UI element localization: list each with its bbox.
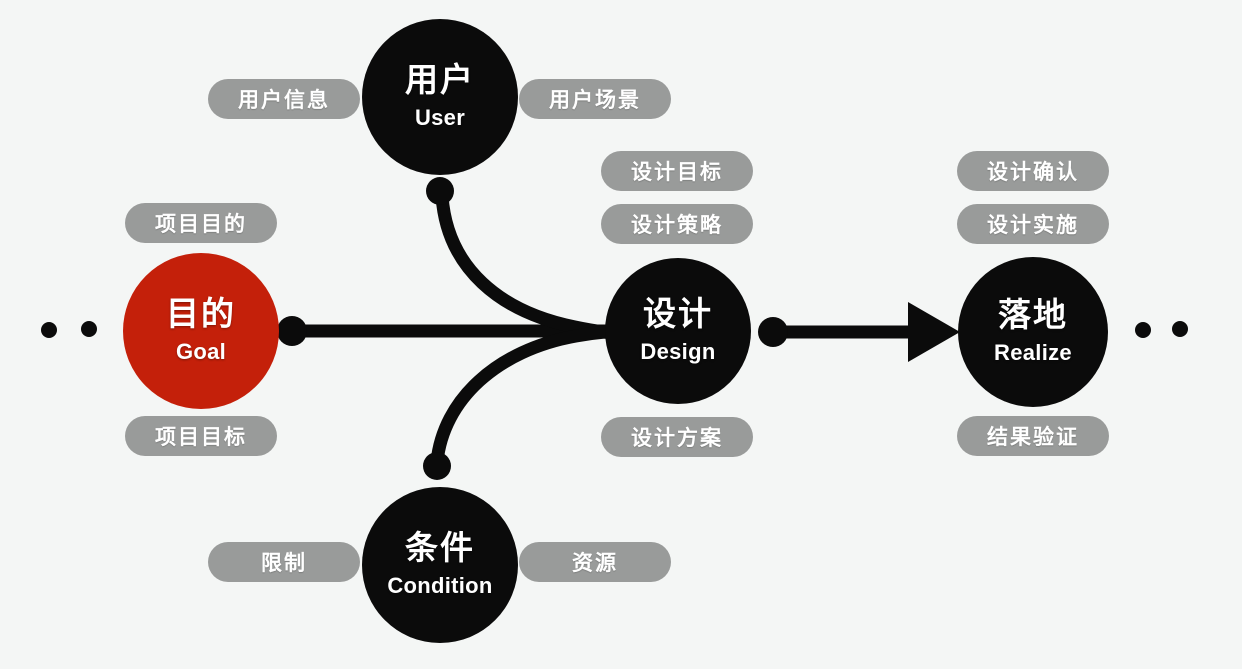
- node-design[interactable]: 设计 Design: [605, 258, 751, 404]
- tag-user-scenario[interactable]: 用户场景: [519, 79, 671, 119]
- tag-design-solution[interactable]: 设计方案: [601, 417, 753, 457]
- node-realize-label-en: Realize: [994, 339, 1072, 365]
- node-design-label-en: Design: [640, 338, 716, 364]
- node-realize[interactable]: 落地 Realize: [958, 257, 1108, 407]
- tag-project-purpose[interactable]: 项目目的: [125, 203, 277, 243]
- ellipsis-dot-left-1: [41, 322, 57, 338]
- node-goal-label-en: Goal: [175, 338, 227, 364]
- tag-design-goal[interactable]: 设计目标: [601, 151, 753, 191]
- tag-result-verification[interactable]: 结果验证: [957, 416, 1109, 456]
- node-user-label-en: User: [414, 104, 466, 130]
- node-user-label-cn: 用户: [405, 60, 475, 98]
- node-condition-label-en: Condition: [387, 572, 493, 598]
- tag-resource[interactable]: 资源: [519, 542, 671, 582]
- node-condition-label-cn: 条件: [405, 528, 475, 566]
- connector-dot-goal-out: [277, 316, 307, 346]
- ellipsis-dot-right-1: [1135, 322, 1151, 338]
- connector-dot-condition-out: [423, 452, 451, 480]
- connector-dot-design-out: [758, 317, 788, 347]
- tag-design-strategy[interactable]: 设计策略: [601, 204, 753, 244]
- tag-constraint[interactable]: 限制: [208, 542, 360, 582]
- node-user[interactable]: 用户 User: [362, 19, 518, 175]
- node-condition[interactable]: 条件 Condition: [362, 487, 518, 643]
- ellipsis-dot-right-2: [1172, 321, 1188, 337]
- tag-project-objective[interactable]: 项目目标: [125, 416, 277, 456]
- arrowhead-icon: [908, 302, 960, 362]
- node-design-label-cn: 设计: [643, 294, 713, 332]
- tag-design-confirmation[interactable]: 设计确认: [957, 151, 1109, 191]
- node-goal[interactable]: 目的 Goal: [123, 253, 279, 409]
- connector-dot-user-out: [426, 177, 454, 205]
- tag-design-implementation[interactable]: 设计实施: [957, 204, 1109, 244]
- ellipsis-dot-left-2: [81, 321, 97, 337]
- tag-user-info[interactable]: 用户信息: [208, 79, 360, 119]
- node-realize-label-cn: 落地: [998, 295, 1068, 333]
- node-goal-label-cn: 目的: [166, 294, 236, 332]
